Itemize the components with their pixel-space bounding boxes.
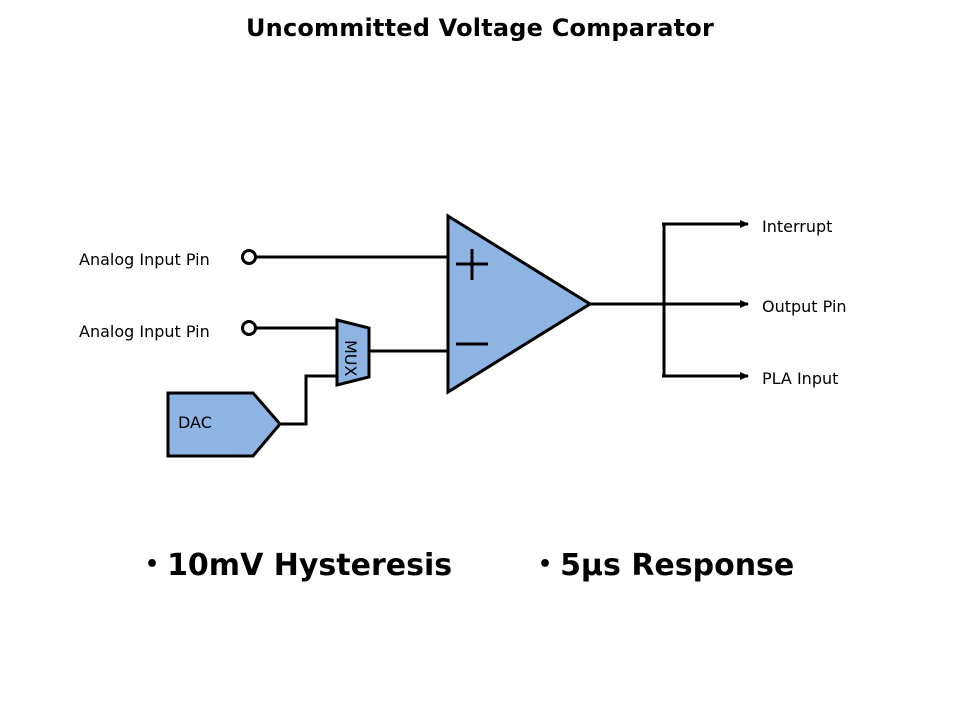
bullet-response: • 5µs Response [538,548,794,583]
input-pin-2 [241,320,257,336]
dac-block [166,391,282,458]
bullet-hysteresis: • 10mV Hysteresis [145,548,452,583]
comparator-triangle [446,213,593,395]
mux-label: MUX [341,340,360,377]
bullet-marker: • [538,552,553,577]
input-pin-1 [241,249,257,265]
dac-label: DAC [178,413,212,432]
output-label-interrupt: Interrupt [762,217,832,236]
output-label-output-pin: Output Pin [762,297,847,316]
page-title: Uncommitted Voltage Comparator [245,14,715,42]
output-label-pla-input: PLA Input [762,369,838,388]
bullet-text: 5µs Response [560,548,795,583]
mux-block [335,318,371,387]
input-label-2: Analog Input Pin [79,322,210,341]
plus-sign-icon [456,249,488,280]
input-label-1: Analog Input Pin [79,250,210,269]
bullet-text: 10mV Hysteresis [167,548,453,583]
bullet-marker: • [145,552,160,577]
wire-dac-to-mux [280,374,337,426]
